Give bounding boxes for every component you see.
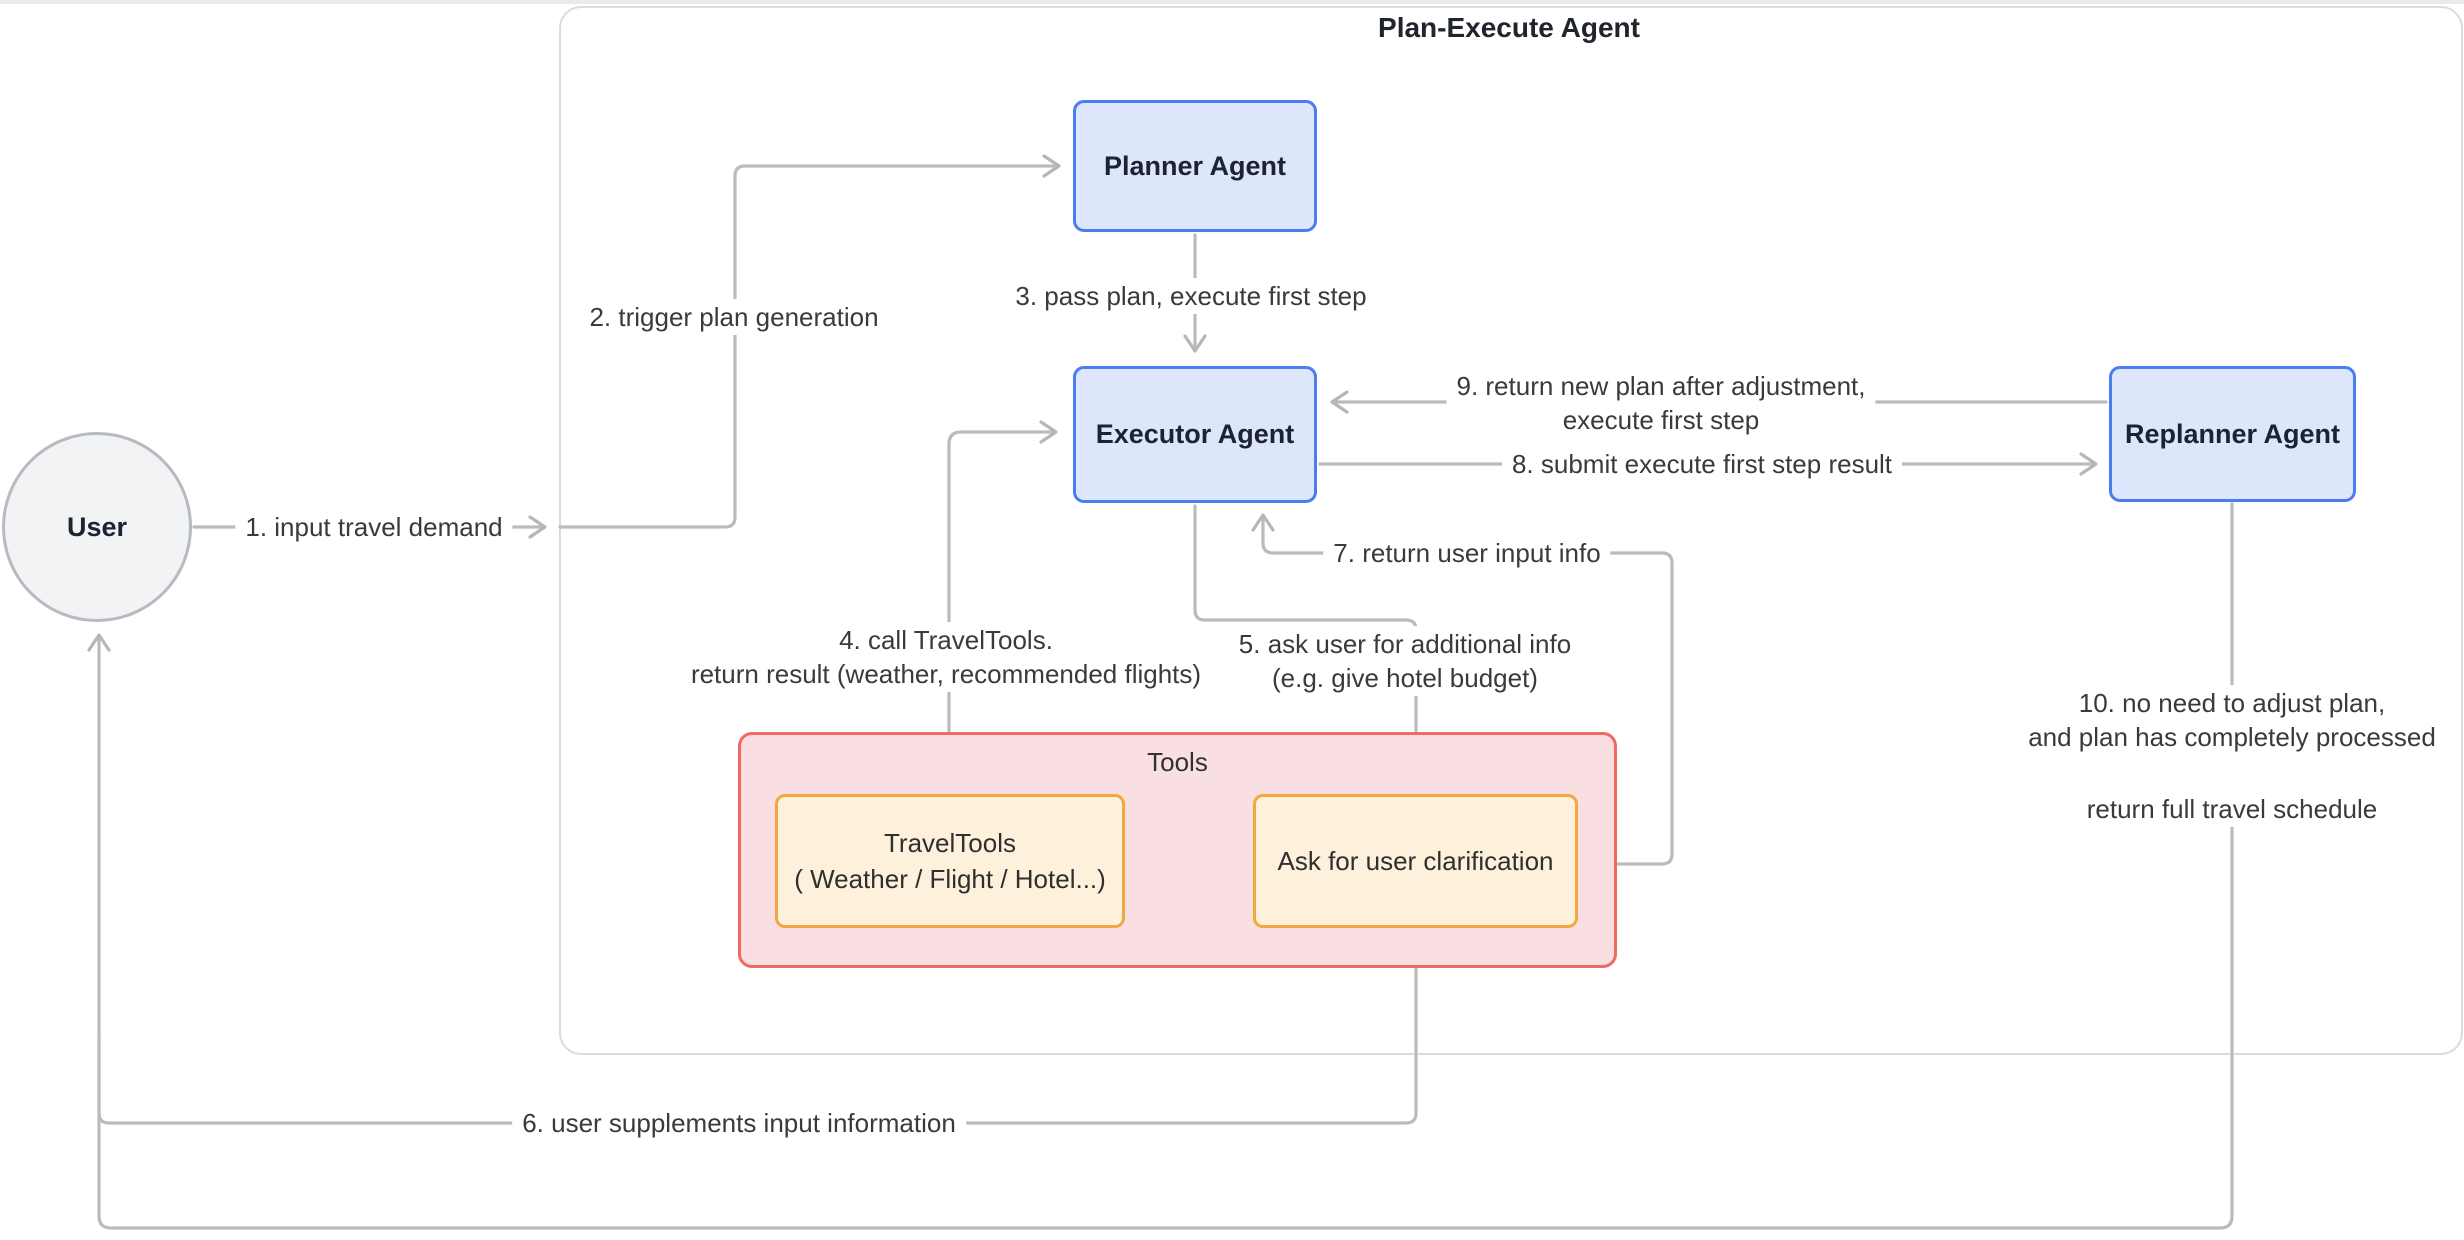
travel-tools-label-line1: TravelTools <box>884 828 1016 858</box>
edge-9-label-line1: 9. return new plan after adjustment, <box>1456 371 1866 401</box>
edge-10-line <box>87 502 2234 1230</box>
edge-2-label: 2. trigger plan generation <box>579 299 889 335</box>
node-planner-agent: Planner Agent <box>1073 100 1317 232</box>
edge-7-line <box>1251 513 1674 866</box>
diagram-title: Plan-Execute Agent <box>1378 12 1640 43</box>
edge-5-line <box>1193 504 1428 781</box>
node-planner-label: Planner Agent <box>1103 150 1287 181</box>
edge-2-line <box>558 154 1061 529</box>
node-executor-agent: Executor Agent <box>1073 366 1317 503</box>
node-executor-label: Executor Agent <box>1095 419 1295 449</box>
node-replanner-agent: Replanner Agent <box>2109 366 2356 502</box>
node-travel-tools: TravelTools ( Weather / Flight / Hotel..… <box>775 794 1125 928</box>
edge-4-return-line <box>947 420 1058 446</box>
edge-8-label: 8. submit execute first step result <box>1501 446 1903 482</box>
travel-tools-label-line2: ( Weather / Flight / Hotel...) <box>794 864 1106 894</box>
top-divider <box>0 0 2464 4</box>
edge-10-label-spacer <box>2028 754 2436 792</box>
edge-5-label-line1: 5. ask user for additional info <box>1238 629 1572 659</box>
edge-4-label-line1: 4. call TravelTools. <box>839 625 1053 655</box>
edge-6-line <box>97 941 1428 1125</box>
edge-5-label-line2: (e.g. give hotel budget) <box>1272 663 1538 693</box>
edge-10-label-line3: return full travel schedule <box>2086 794 2378 824</box>
ask-clarification-label: Ask for user clarification <box>1277 846 1554 876</box>
edge-5-label: 5. ask user for additional info (e.g. gi… <box>1228 626 1582 696</box>
edge-10-label: 10. no need to adjust plan, and plan has… <box>2018 685 2446 827</box>
edge-4-label-line2: return result (weather, recommended flig… <box>690 659 1202 689</box>
edge-6-label: 6. user supplements input information <box>512 1105 966 1141</box>
edge-3-label: 3. pass plan, execute first step <box>1005 278 1377 314</box>
edge-4-label: 4. call TravelTools. return result (weat… <box>680 622 1212 692</box>
node-user: User <box>2 432 192 622</box>
edge-9-label: 9. return new plan after adjustment, exe… <box>1446 368 1876 438</box>
node-user-label: User <box>66 511 128 542</box>
edge-1-label: 1. input travel demand <box>235 509 513 545</box>
edge-10-label-line1: 10. no need to adjust plan, <box>2078 688 2386 718</box>
node-replanner-label: Replanner Agent <box>2124 418 2341 449</box>
node-ask-clarification: Ask for user clarification <box>1253 794 1578 928</box>
edge-10-label-line2: and plan has completely processed <box>2028 722 2436 752</box>
tools-group-label: Tools <box>1147 747 1208 777</box>
edge-9-label-line2: execute first step <box>1562 405 1760 435</box>
edge-7-label: 7. return user input info <box>1323 535 1611 571</box>
